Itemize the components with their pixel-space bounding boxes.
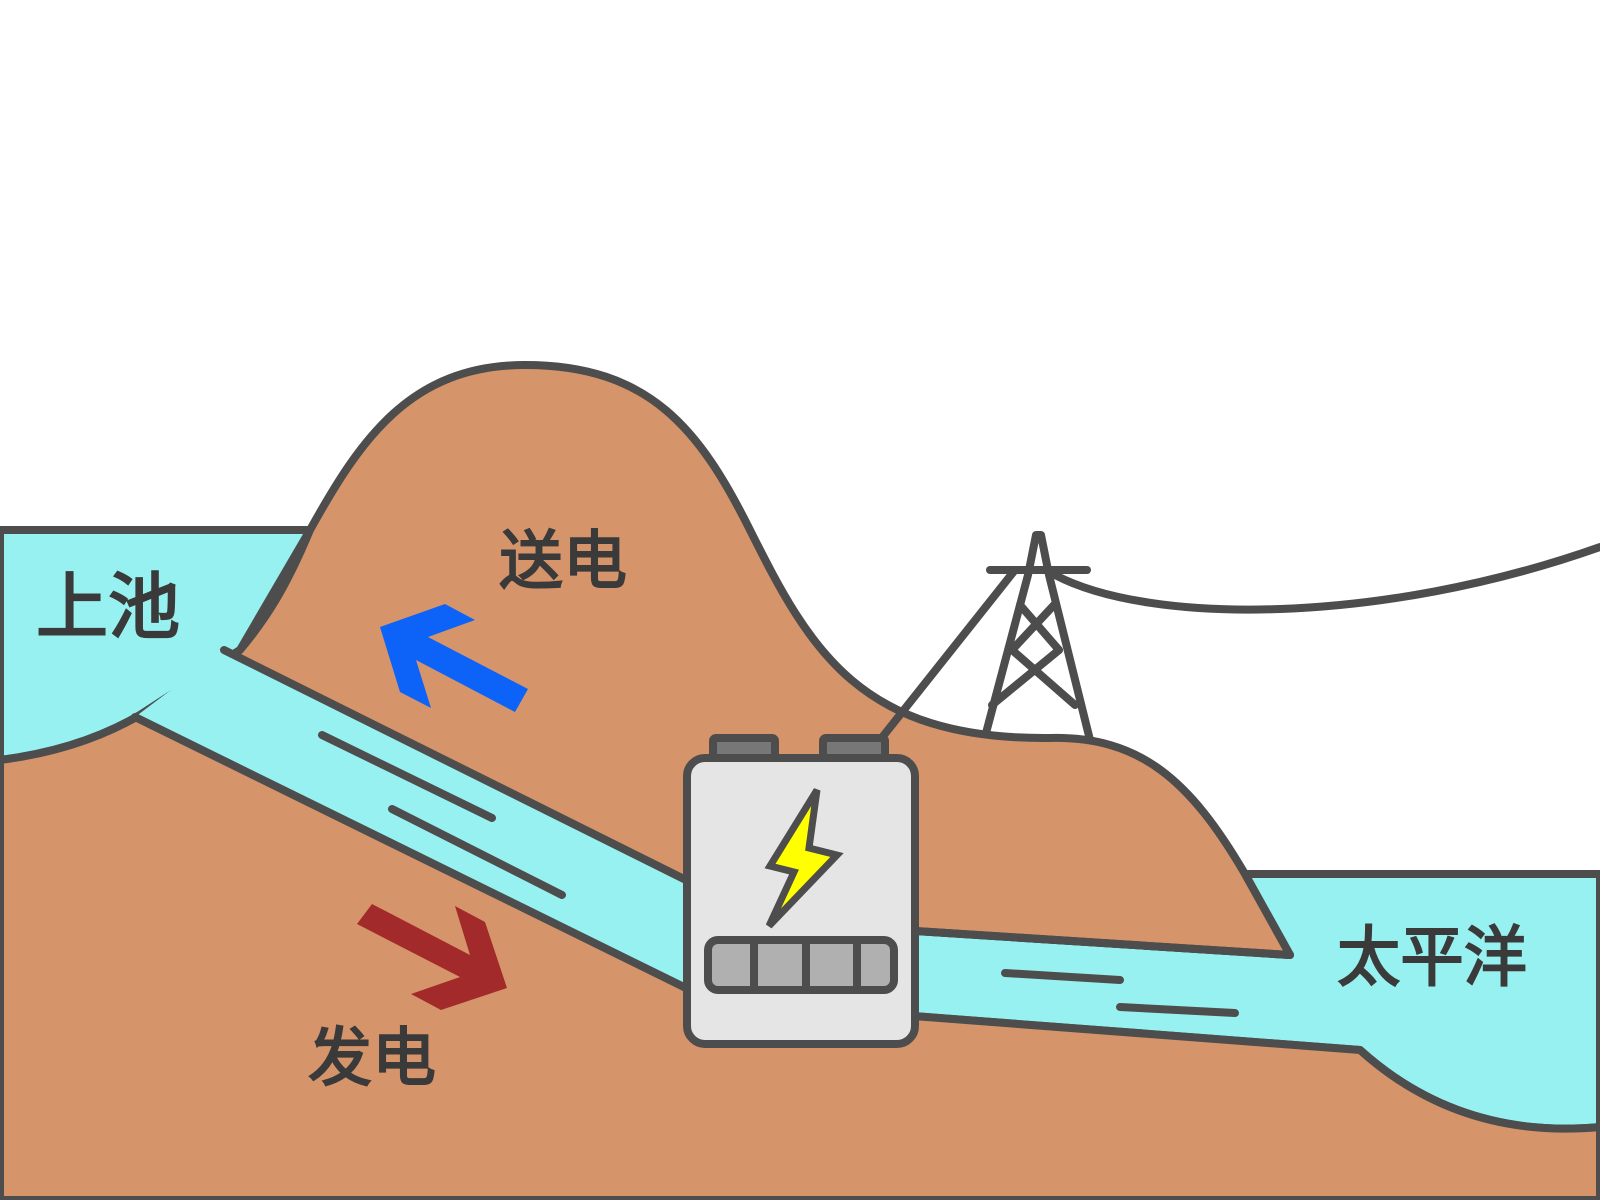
power-station-body	[683, 754, 919, 1048]
flow-line	[388, 805, 566, 899]
ocean-label: 太平洋	[1337, 919, 1527, 996]
pump-up-arrow	[380, 604, 528, 712]
send-power-label: 送电	[499, 525, 627, 599]
upper-reservoir-label: 上池	[36, 565, 180, 649]
transmission-tower-icon	[982, 531, 1094, 744]
penstock-lower-wall	[131, 713, 694, 994]
generate-power-label: 发电	[308, 1022, 436, 1096]
penstock-upper-wall	[220, 646, 694, 886]
lightning-bolt-icon	[764, 788, 844, 929]
plant-feed-cable	[876, 566, 1019, 744]
flow-line	[1116, 1003, 1239, 1017]
flow-line	[318, 731, 496, 822]
power-station-panel	[704, 936, 898, 994]
generate-down-arrow	[357, 904, 507, 1010]
tailrace-upper-wall	[896, 926, 1294, 959]
flow-line	[1001, 969, 1124, 984]
transmission-cable	[1051, 543, 1600, 614]
power-station-icon	[683, 734, 919, 1048]
